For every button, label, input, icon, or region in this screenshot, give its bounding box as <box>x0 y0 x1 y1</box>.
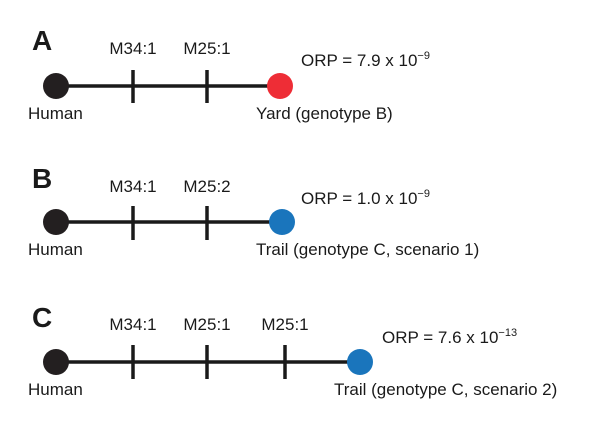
start-label: Human <box>28 240 83 259</box>
panel-letter: A <box>32 25 52 56</box>
yard-node <box>267 73 293 99</box>
panel-c: C M34:1 M25:1 M25:1 ORP = 7.6 x 10−13 Hu… <box>28 302 557 399</box>
orp-value: ORP = 7.6 x 10−13 <box>382 327 517 347</box>
marker-label: M25:1 <box>183 315 230 334</box>
human-node <box>43 73 69 99</box>
panel-letter: B <box>32 163 52 194</box>
panel-a: A M34:1 M25:1 ORP = 7.9 x 10−9 Human Yar… <box>28 25 430 123</box>
marker-label: M34:1 <box>109 177 156 196</box>
end-label: Trail (genotype C, scenario 1) <box>256 240 479 259</box>
orp-value: ORP = 7.9 x 10−9 <box>301 50 430 70</box>
human-node <box>43 209 69 235</box>
trail-node <box>347 349 373 375</box>
marker-label: M25:1 <box>261 315 308 334</box>
end-label: Trail (genotype C, scenario 2) <box>334 380 557 399</box>
orp-value: ORP = 1.0 x 10−9 <box>301 188 430 208</box>
start-label: Human <box>28 380 83 399</box>
marker-label: M34:1 <box>109 39 156 58</box>
marker-label: M25:1 <box>183 39 230 58</box>
start-label: Human <box>28 104 83 123</box>
end-label: Yard (genotype B) <box>256 104 393 123</box>
trail-node <box>269 209 295 235</box>
panel-b: B M34:1 M25:2 ORP = 1.0 x 10−9 Human Tra… <box>28 163 479 259</box>
marker-label: M25:2 <box>183 177 230 196</box>
panel-letter: C <box>32 302 52 333</box>
marker-label: M34:1 <box>109 315 156 334</box>
human-node <box>43 349 69 375</box>
